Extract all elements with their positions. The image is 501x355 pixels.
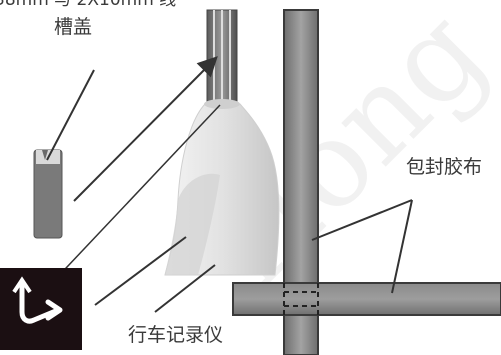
label-wire-channel-line2: 槽盖 [54,16,93,38]
dashcam-recorder [164,99,280,276]
leader-lines [46,56,413,313]
label-dashcam: 行车记录仪 [128,324,224,346]
horizontal-beam [232,282,501,316]
label-sealing-tape: 包封胶布 [406,156,483,178]
label-wire-channel-line1: 38mm 与 2X10mm 线 [0,0,177,10]
wire-channel-cover [206,9,238,106]
small-cover-piece [33,149,63,239]
install-direction-icon [0,268,82,350]
